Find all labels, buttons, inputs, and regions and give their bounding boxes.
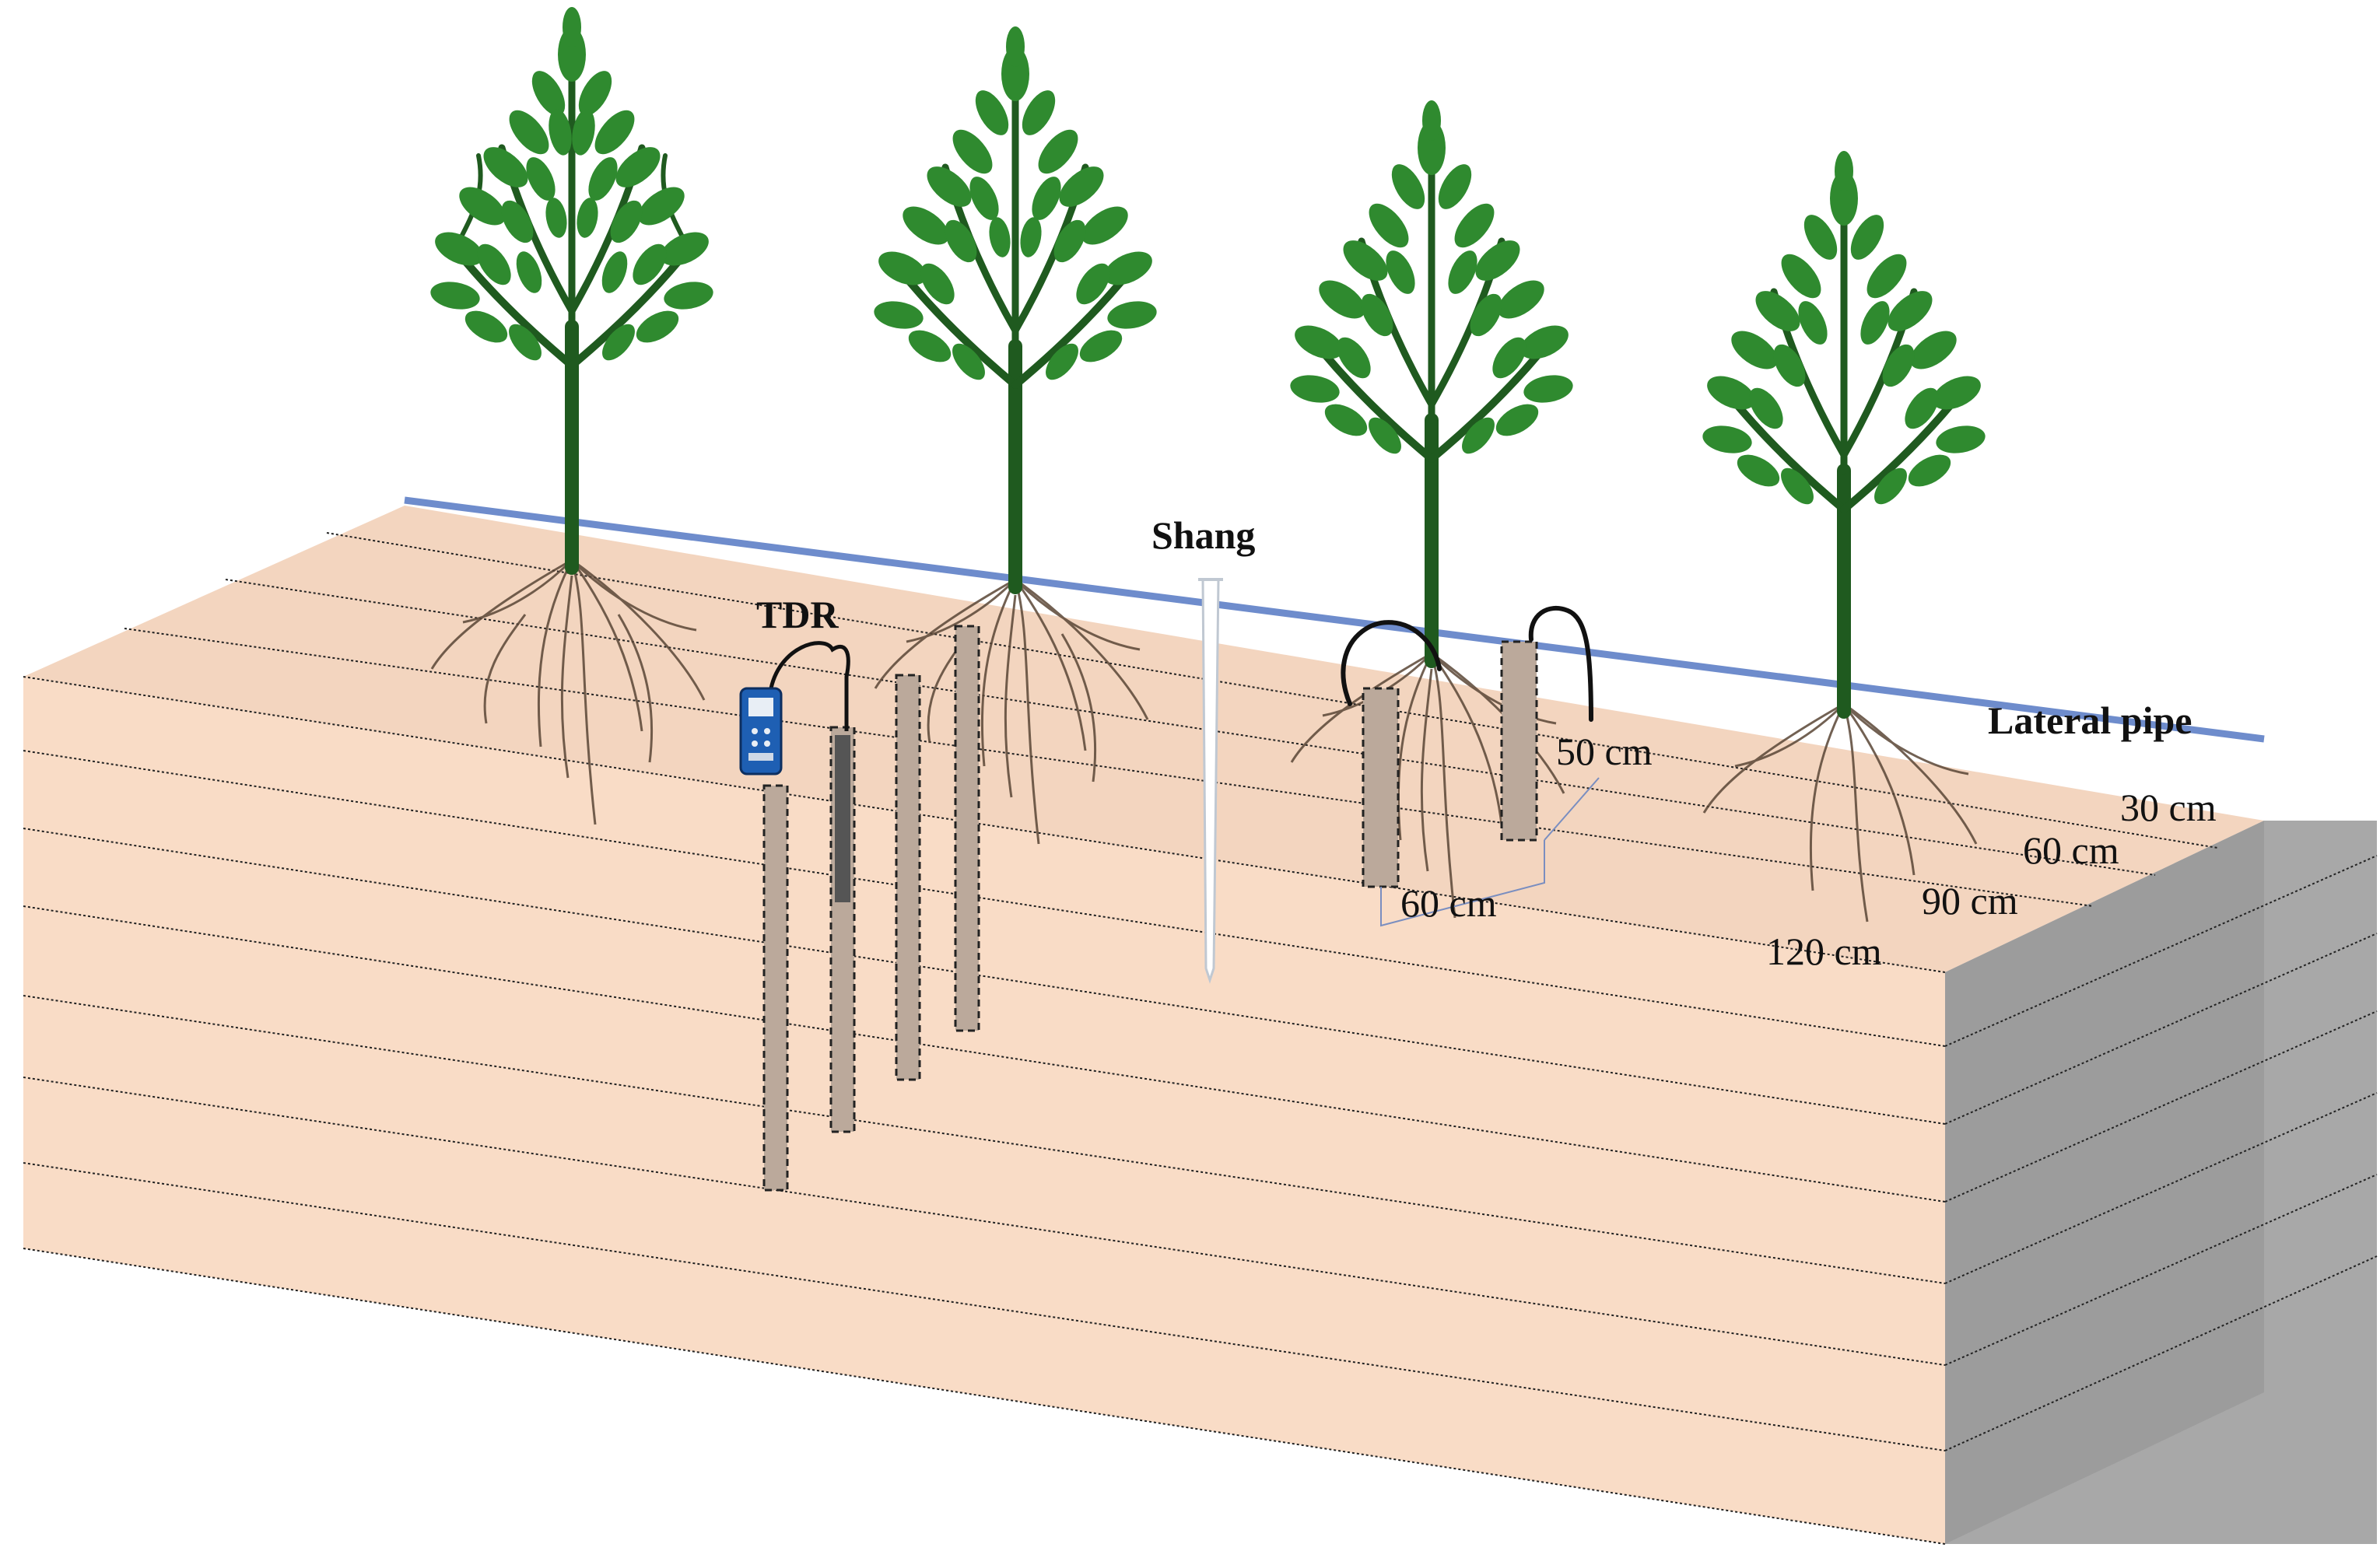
- shang-pole: [1198, 578, 1223, 984]
- lateral-pipe-label: Lateral pipe: [1988, 698, 2192, 742]
- access-tube: [954, 625, 980, 1032]
- tdr-label: TDR: [756, 593, 839, 636]
- access-tube: [762, 784, 789, 1192]
- canopy: [1702, 151, 1986, 505]
- probe-cables: [1341, 605, 1593, 722]
- spacing-50-label: 50 cm: [1556, 730, 1653, 773]
- soil-front-face: [23, 677, 1945, 1544]
- trunk: [1311, 136, 1552, 668]
- soil-block: [23, 506, 2377, 1544]
- roots: [430, 558, 706, 825]
- access-tube: [1362, 687, 1400, 888]
- tree-icon: [430, 7, 713, 825]
- soil-probe-tubes: [1362, 640, 1538, 888]
- depth-120-label: 120 cm: [1766, 930, 1882, 973]
- canopy: [1290, 100, 1573, 454]
- roots: [874, 578, 1149, 845]
- canopy: [874, 26, 1157, 380]
- trunk: [1723, 187, 1965, 719]
- depth-90-label: 90 cm: [1922, 879, 2018, 923]
- shang-label: Shang: [1151, 513, 1255, 557]
- probe-icon: [835, 735, 850, 902]
- access-tube: [895, 674, 921, 1081]
- soil-layer-lines: [23, 532, 2378, 1545]
- access-tube: [1500, 640, 1538, 842]
- depth-60-label: 60 cm: [2023, 828, 2119, 872]
- tree-icon: [1702, 151, 1986, 923]
- soil-top-surface: [23, 506, 2264, 972]
- lateral-pipe: [404, 496, 2265, 743]
- canopy: [430, 7, 713, 361]
- trunk: [895, 62, 1136, 594]
- spacing-60-label: 60 cm: [1400, 881, 1497, 925]
- tree-icon: [874, 26, 1157, 845]
- depth-30-label: 30 cm: [2120, 786, 2217, 829]
- trunk: [451, 43, 692, 575]
- spacing-guides: [1380, 777, 1600, 927]
- tdr-meter-icon: [739, 641, 850, 776]
- roots: [1702, 702, 1978, 923]
